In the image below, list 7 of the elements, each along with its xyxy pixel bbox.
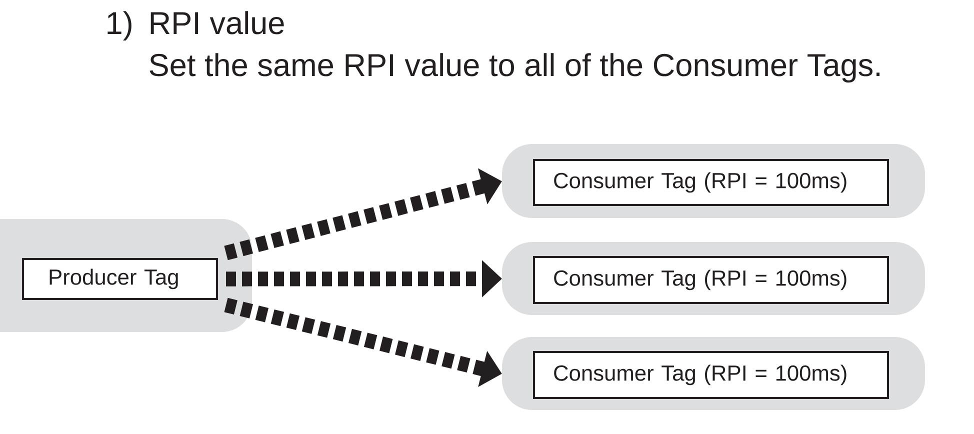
text-box: Producer Tag <box>22 258 218 300</box>
text-box: Consumer Tag (RPI = 100ms) <box>533 256 889 304</box>
text-box: Consumer Tag (RPI = 100ms) <box>533 159 889 206</box>
instruction-text: Set the same RPI value to all of the Consumer Tags. <box>150 53 880 83</box>
text-box: Consumer Tag (RPI = 100ms) <box>533 351 889 399</box>
list-number: 1) <box>108 11 132 41</box>
heading: RPI value <box>150 11 284 34</box>
